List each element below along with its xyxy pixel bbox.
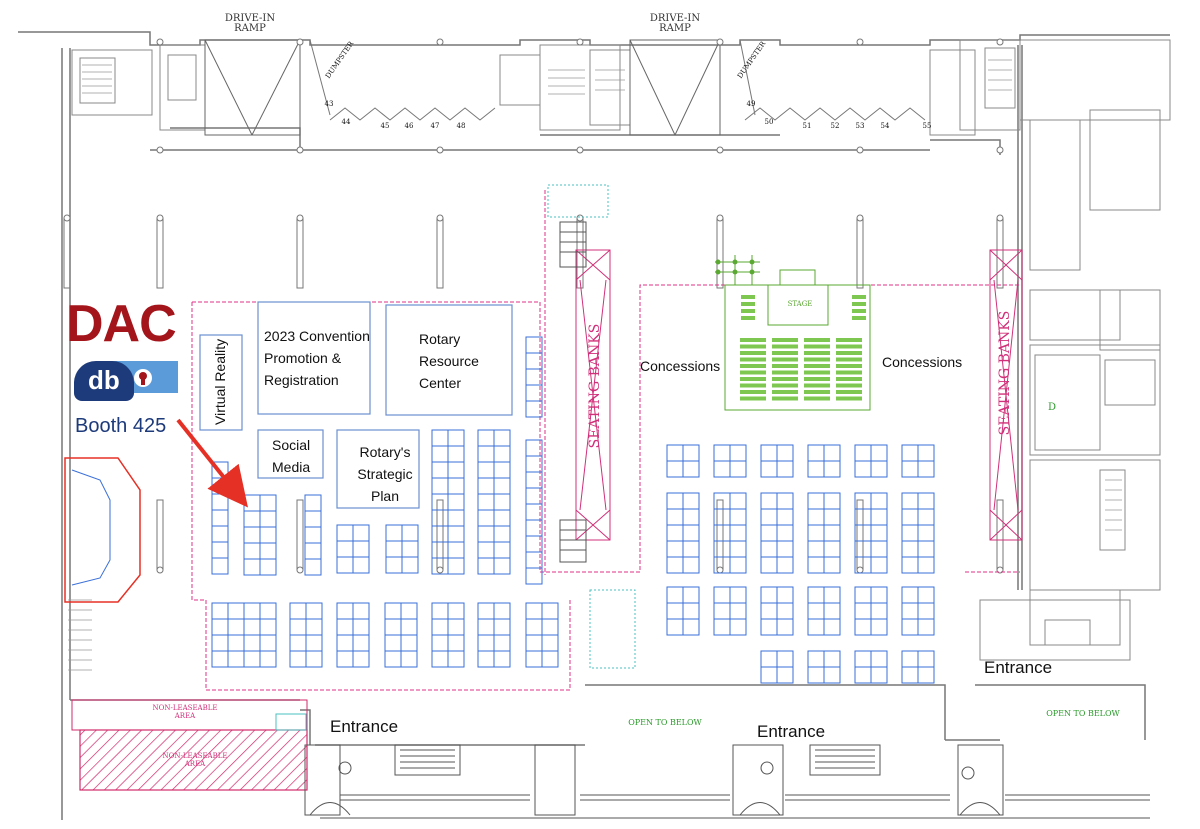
entrance-left-label: Entrance — [330, 717, 399, 736]
zone-convention-line3: Registration — [264, 372, 339, 388]
ramp-left-label: DRIVE-IN RAMP — [220, 14, 280, 34]
zone-social-line2: Media — [272, 459, 311, 475]
stair-hatching — [68, 59, 1122, 671]
pillars — [63, 217, 1004, 571]
seating-bank-left — [575, 249, 611, 541]
loading-docks — [309, 39, 926, 121]
booth-number: Booth 425 — [75, 415, 167, 437]
zone-strategic-plan: Rotary's Strategic Plan — [357, 441, 413, 507]
ramp-right-line2: RAMP — [659, 23, 691, 34]
zone-strategic-line3: Plan — [370, 488, 400, 504]
zone-social-line1: Social — [272, 437, 311, 453]
stage-area — [715, 255, 871, 411]
stage-label: STAGE — [787, 300, 813, 308]
booth-block — [525, 439, 543, 585]
zone-resource-line1: Rotary — [419, 331, 461, 347]
booth-grid — [211, 336, 935, 684]
dock-number: 46 — [404, 122, 414, 130]
dock-number: 43 — [324, 100, 334, 108]
entrance-middle-label: Entrance — [757, 722, 826, 741]
seating-banks-right-label: SEATING BANKS — [997, 310, 1013, 436]
dock-number: 53 — [855, 122, 865, 130]
open-to-below-right: OPEN TO BELOW — [1046, 709, 1120, 718]
drive-in-ramp-right — [629, 39, 721, 136]
keyhole-icon — [134, 369, 152, 387]
zone-convention: 2023 Convention Promotion & Registration — [264, 325, 370, 391]
entrance-right-label: Entrance — [984, 658, 1053, 677]
zone-social-media: Social Media — [272, 434, 310, 478]
concessions-left-label: Concessions — [640, 358, 721, 374]
exhibitor-name: DAC — [66, 295, 177, 353]
dock-number: 47 — [430, 122, 440, 130]
non-leaseable-top-label: NON-LEASEABLE AREA — [152, 704, 218, 720]
service-structures — [71, 39, 1171, 661]
dock-number: 52 — [830, 122, 840, 130]
dock-number: 54 — [880, 122, 890, 130]
zone-virtual-reality: Virtual Reality — [212, 338, 228, 425]
zone-resource-center: Rotary Resource Center — [419, 328, 479, 394]
riser-stairs — [547, 184, 636, 669]
booth-block — [304, 494, 322, 576]
feature-zones — [199, 301, 513, 509]
dock-number: 45 — [380, 122, 390, 130]
booth-pointer-arrow — [176, 418, 248, 508]
logo-db-text: db — [88, 365, 120, 395]
pillar-dots — [63, 38, 1004, 574]
ramp-right-label: DRIVE-IN RAMP — [645, 14, 705, 34]
ramp-left-line1: DRIVE-IN — [224, 13, 276, 24]
seating-banks-left-label: SEATING BANKS — [587, 323, 603, 449]
non-leaseable-area — [71, 699, 308, 791]
zone-resource-line3: Center — [419, 375, 462, 391]
exhibit-boundaries — [191, 190, 1020, 691]
logo-cloud — [74, 361, 134, 401]
zone-resource-line2: Resource — [419, 353, 479, 369]
non-leaseable-bottom-label: NON-LEASEABLE AREA — [162, 752, 228, 768]
dock-number: 49 — [746, 100, 756, 108]
concessions-right-label: Concessions — [882, 354, 963, 370]
stage-seating — [740, 295, 866, 401]
zone-strategic-line1: Rotary's — [359, 444, 411, 460]
seating-bank-right — [989, 249, 1023, 541]
open-to-below-left: OPEN TO BELOW — [628, 718, 702, 727]
exhibitor-logo: db — [74, 357, 178, 401]
booth-block — [211, 461, 229, 575]
zone-convention-line1: 2023 Convention — [264, 328, 370, 344]
room-d-label: D — [1048, 402, 1057, 413]
zone-strategic-line2: Strategic — [357, 466, 413, 482]
dock-number: 44 — [341, 118, 351, 126]
booth-block — [525, 336, 543, 418]
dock-number: 55 — [922, 122, 932, 130]
ramp-right-line1: DRIVE-IN — [649, 13, 701, 24]
dock-number: 48 — [456, 122, 466, 130]
dock-number: 50 — [764, 118, 774, 126]
dac-area-outline — [64, 457, 141, 603]
zone-convention-line2: Promotion & — [264, 350, 342, 366]
drive-in-ramp-left — [204, 39, 301, 136]
ramp-left-line2: RAMP — [234, 23, 266, 34]
entrance-stairs — [304, 744, 1150, 819]
dock-number: 51 — [802, 122, 812, 130]
